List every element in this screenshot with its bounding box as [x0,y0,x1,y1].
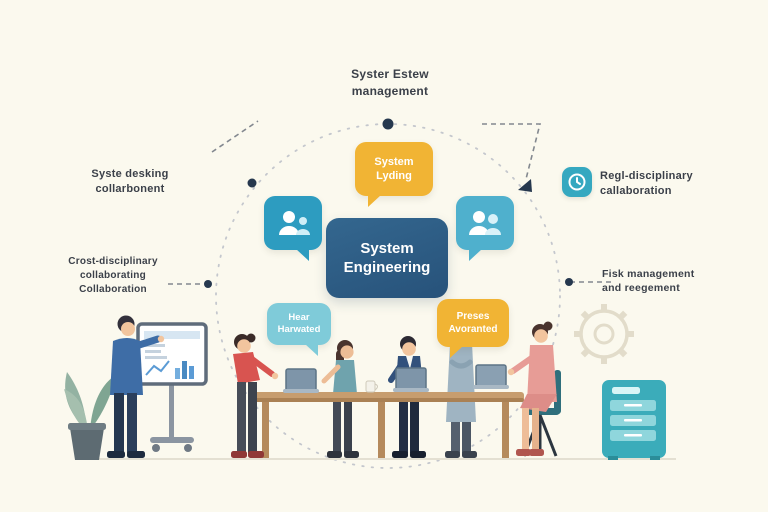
meeting-table [248,392,524,458]
laptop-icon-2 [393,367,429,392]
label-top: Syster Estew management [351,67,429,98]
bubble-hear-harwated: Hear Harwated [267,303,331,356]
center-node-system-engineering: System Engineering [326,218,448,298]
person-icon [279,211,310,235]
potted-plant-icon [64,372,116,460]
label-mid-left: Crost-disciplinary collaborating Collabo… [68,256,158,295]
people-icon [469,211,501,235]
dashed-circle [215,123,561,469]
laptop-icon-3 [473,364,509,389]
label-upper-right: Regl-disciplinary callaboration [600,170,693,198]
connector-dots [204,118,573,288]
laptop-icon-1 [283,368,319,393]
label-mid-right: Fisk management and reegement [602,268,695,295]
label-upper-left: Syste desking collarbonent [91,168,169,196]
clock-icon [568,173,586,191]
person-red-shirt [231,333,279,458]
clock-badge [562,167,592,197]
bubble-people [456,196,514,261]
coffee-cup-icon [365,380,378,393]
bubble-system-lyding: System Lyding [355,142,433,207]
person-presenter [107,315,165,458]
gear-icon [574,304,634,364]
connector-lines [168,120,614,285]
bubble-preses-avoranted: Preses Avoranted [437,299,509,358]
bubble-person [264,196,322,261]
person-teal-top [321,340,359,458]
cabinet [602,380,666,460]
person-pink-dress [507,321,557,456]
